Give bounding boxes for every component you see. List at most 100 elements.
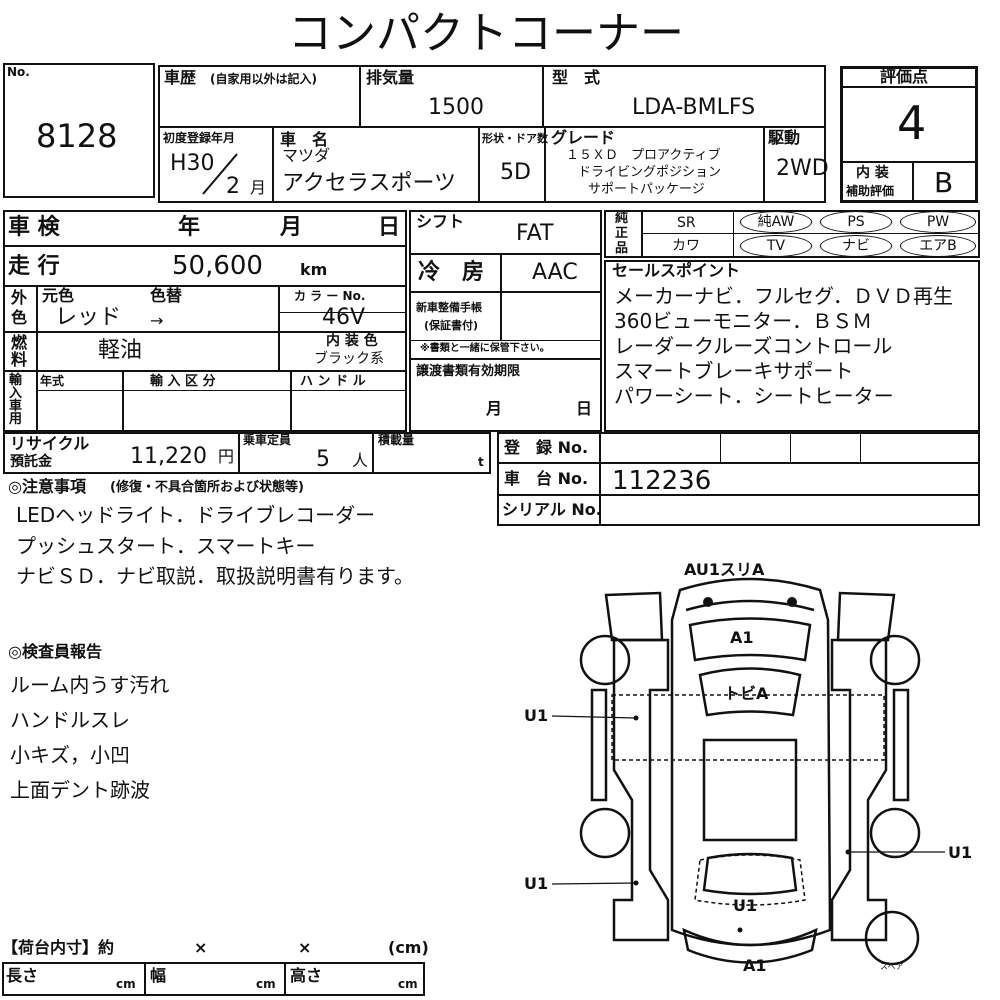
vehicle-info-grid: [158, 65, 826, 203]
import-handle-label: ハ ン ド ル: [300, 374, 366, 389]
import-category-label: 輸 入 区 分: [150, 374, 216, 389]
model-code-value: LDA-BMLFS: [632, 95, 756, 120]
cargo-label: 【荷台内寸】約: [2, 938, 115, 957]
equipment-pill-navi: ナビ: [820, 235, 892, 257]
diagram-a1-rear: A1: [743, 956, 767, 975]
diagram-roof-label: トビA: [724, 684, 769, 703]
mileage-label: 走 行: [8, 254, 60, 279]
car-damage-diagram: [551, 577, 945, 966]
transfer-label: 譲渡書類有効期限: [416, 364, 521, 379]
drive-value: 2WD: [776, 156, 829, 181]
inspector-line: ハンドルスレ: [10, 708, 130, 732]
cargo-grid: [2, 962, 425, 996]
capacity-unit: 人: [352, 451, 369, 470]
mileage-value: 50,600: [172, 251, 263, 281]
interior-value: B: [934, 166, 954, 199]
inspector-line: 小キズ，小凹: [10, 743, 130, 767]
diagram-u1-left-bottom: U1: [524, 874, 549, 893]
equipment-pill-alloy: 純AW: [740, 211, 812, 233]
warranty-label-1: 新車整備手帳: [416, 301, 482, 314]
grade-line2: ドライビングポジション: [578, 165, 722, 180]
sales-point-line: スマートブレーキサポート: [614, 359, 854, 383]
registration-label: 登 録 No.: [504, 438, 589, 457]
equipment-label-2: 正: [615, 226, 629, 241]
registration-grid: [497, 432, 980, 526]
color-code: 46V: [322, 305, 366, 330]
load-unit: t: [478, 455, 484, 469]
warranty-label-2: (保証書付): [424, 319, 479, 332]
notes-sub: (修復・不具合箇所および状態等): [110, 480, 304, 495]
notes-line: プッシュスタート．スマートキー: [16, 534, 316, 558]
load-label: 積載量: [378, 433, 415, 447]
inspection-grid: [3, 210, 407, 432]
sales-points-label: セールスポイント: [612, 261, 741, 280]
lot-number: 8128: [36, 117, 118, 155]
fuel-label-2: 料: [11, 350, 28, 369]
history-label: 車歴: [164, 68, 197, 87]
inspector-label: ◎検査員報告: [8, 642, 102, 661]
shift-ac-grid: [409, 210, 602, 432]
inspection-year: 年: [178, 215, 201, 240]
sales-point-line: レーダークルーズコントロール: [614, 334, 893, 358]
history-note: (自家用以外は記入): [210, 72, 317, 86]
color-orig: レッド: [55, 305, 122, 330]
score-value: 4: [897, 96, 927, 150]
chassis-label: 車 台 No.: [504, 469, 589, 488]
color-code-label: カ ラ ー No.: [294, 289, 366, 303]
ac-value: AAC: [532, 260, 578, 285]
lot-box: [3, 63, 155, 198]
recycle-unit: 円: [218, 447, 235, 466]
color-orig-label: 元色: [42, 286, 75, 305]
notes-line: LEDヘッドライト．ドライブレコーダー: [16, 503, 376, 527]
color-label-1: 外: [11, 288, 28, 307]
interior-label-2: 補助評価: [846, 184, 895, 198]
diagram-top-label: AU1スリA: [684, 560, 765, 579]
equipment-label-3: 品: [615, 241, 629, 256]
notes-line: ナビＳＤ．ナビ取説．取扱説明書有ります。: [16, 564, 414, 588]
cargo-length-cm: cm: [116, 977, 136, 991]
drive-label: 駆動: [768, 128, 801, 147]
mileage-unit: km: [300, 260, 328, 279]
sales-points-box: [604, 260, 980, 432]
car-model: アクセラスポーツ: [282, 171, 457, 196]
inspector-line: ルーム内うす汚れ: [10, 673, 170, 697]
color-change-label: 色替: [150, 286, 183, 305]
color-arrow: →: [150, 311, 164, 330]
serial-label: シリアル No.: [502, 500, 602, 519]
equipment-seat: カワ: [672, 238, 700, 254]
cargo-unit: (cm): [388, 938, 429, 957]
inspection-label: 車 検: [8, 215, 60, 240]
shift-value: FAT: [516, 221, 554, 246]
displacement-value: 1500: [428, 95, 484, 120]
cargo-width-label: 幅: [150, 966, 167, 985]
car-name-label: 車 名: [280, 130, 329, 149]
interior-color: ブラック系: [314, 351, 384, 367]
body-doors-label: 形状・ドア数: [482, 132, 548, 145]
equipment-pill-pw: PW: [900, 211, 976, 233]
recycle-label-2: 預託金: [10, 454, 52, 470]
equipment-label-1: 純: [615, 211, 629, 226]
notes-label: ◎注意事項: [8, 477, 86, 496]
transfer-month: 月: [486, 399, 503, 418]
cargo-length-label: 長さ: [6, 966, 39, 985]
fuel-label-1: 燃: [11, 333, 28, 352]
diagram-u1-right: U1: [948, 843, 973, 862]
equipment-pill-tv: TV: [740, 235, 812, 257]
car-maker: マツダ: [282, 146, 331, 165]
inspector-line: 上面デント跡波: [10, 778, 150, 802]
warranty-note: ※書類と一緒に保管下さい。: [420, 343, 550, 354]
score-label: 評価点: [880, 67, 929, 86]
first-reg-month: 2: [226, 174, 240, 199]
sales-point-line: メーカーナビ．フルセグ．ＤＶＤ再生: [614, 284, 953, 308]
grade-line3: サポートパッケージ: [588, 182, 705, 197]
page-title: コンパクトコーナー: [288, 8, 684, 59]
first-reg-label: 初度登録年月: [163, 131, 236, 145]
equipment-pill-airbag: エアB: [900, 235, 976, 257]
sales-point-line: パワーシート．シートヒーター: [614, 384, 894, 408]
model-code-label: 型 式: [552, 68, 601, 87]
fuel-value: 軽油: [98, 338, 143, 363]
import-year-label: 年式: [40, 374, 65, 388]
inspection-day: 日: [378, 215, 401, 240]
cargo-height-label: 高さ: [290, 966, 323, 985]
grade-label: グレード: [551, 128, 616, 147]
